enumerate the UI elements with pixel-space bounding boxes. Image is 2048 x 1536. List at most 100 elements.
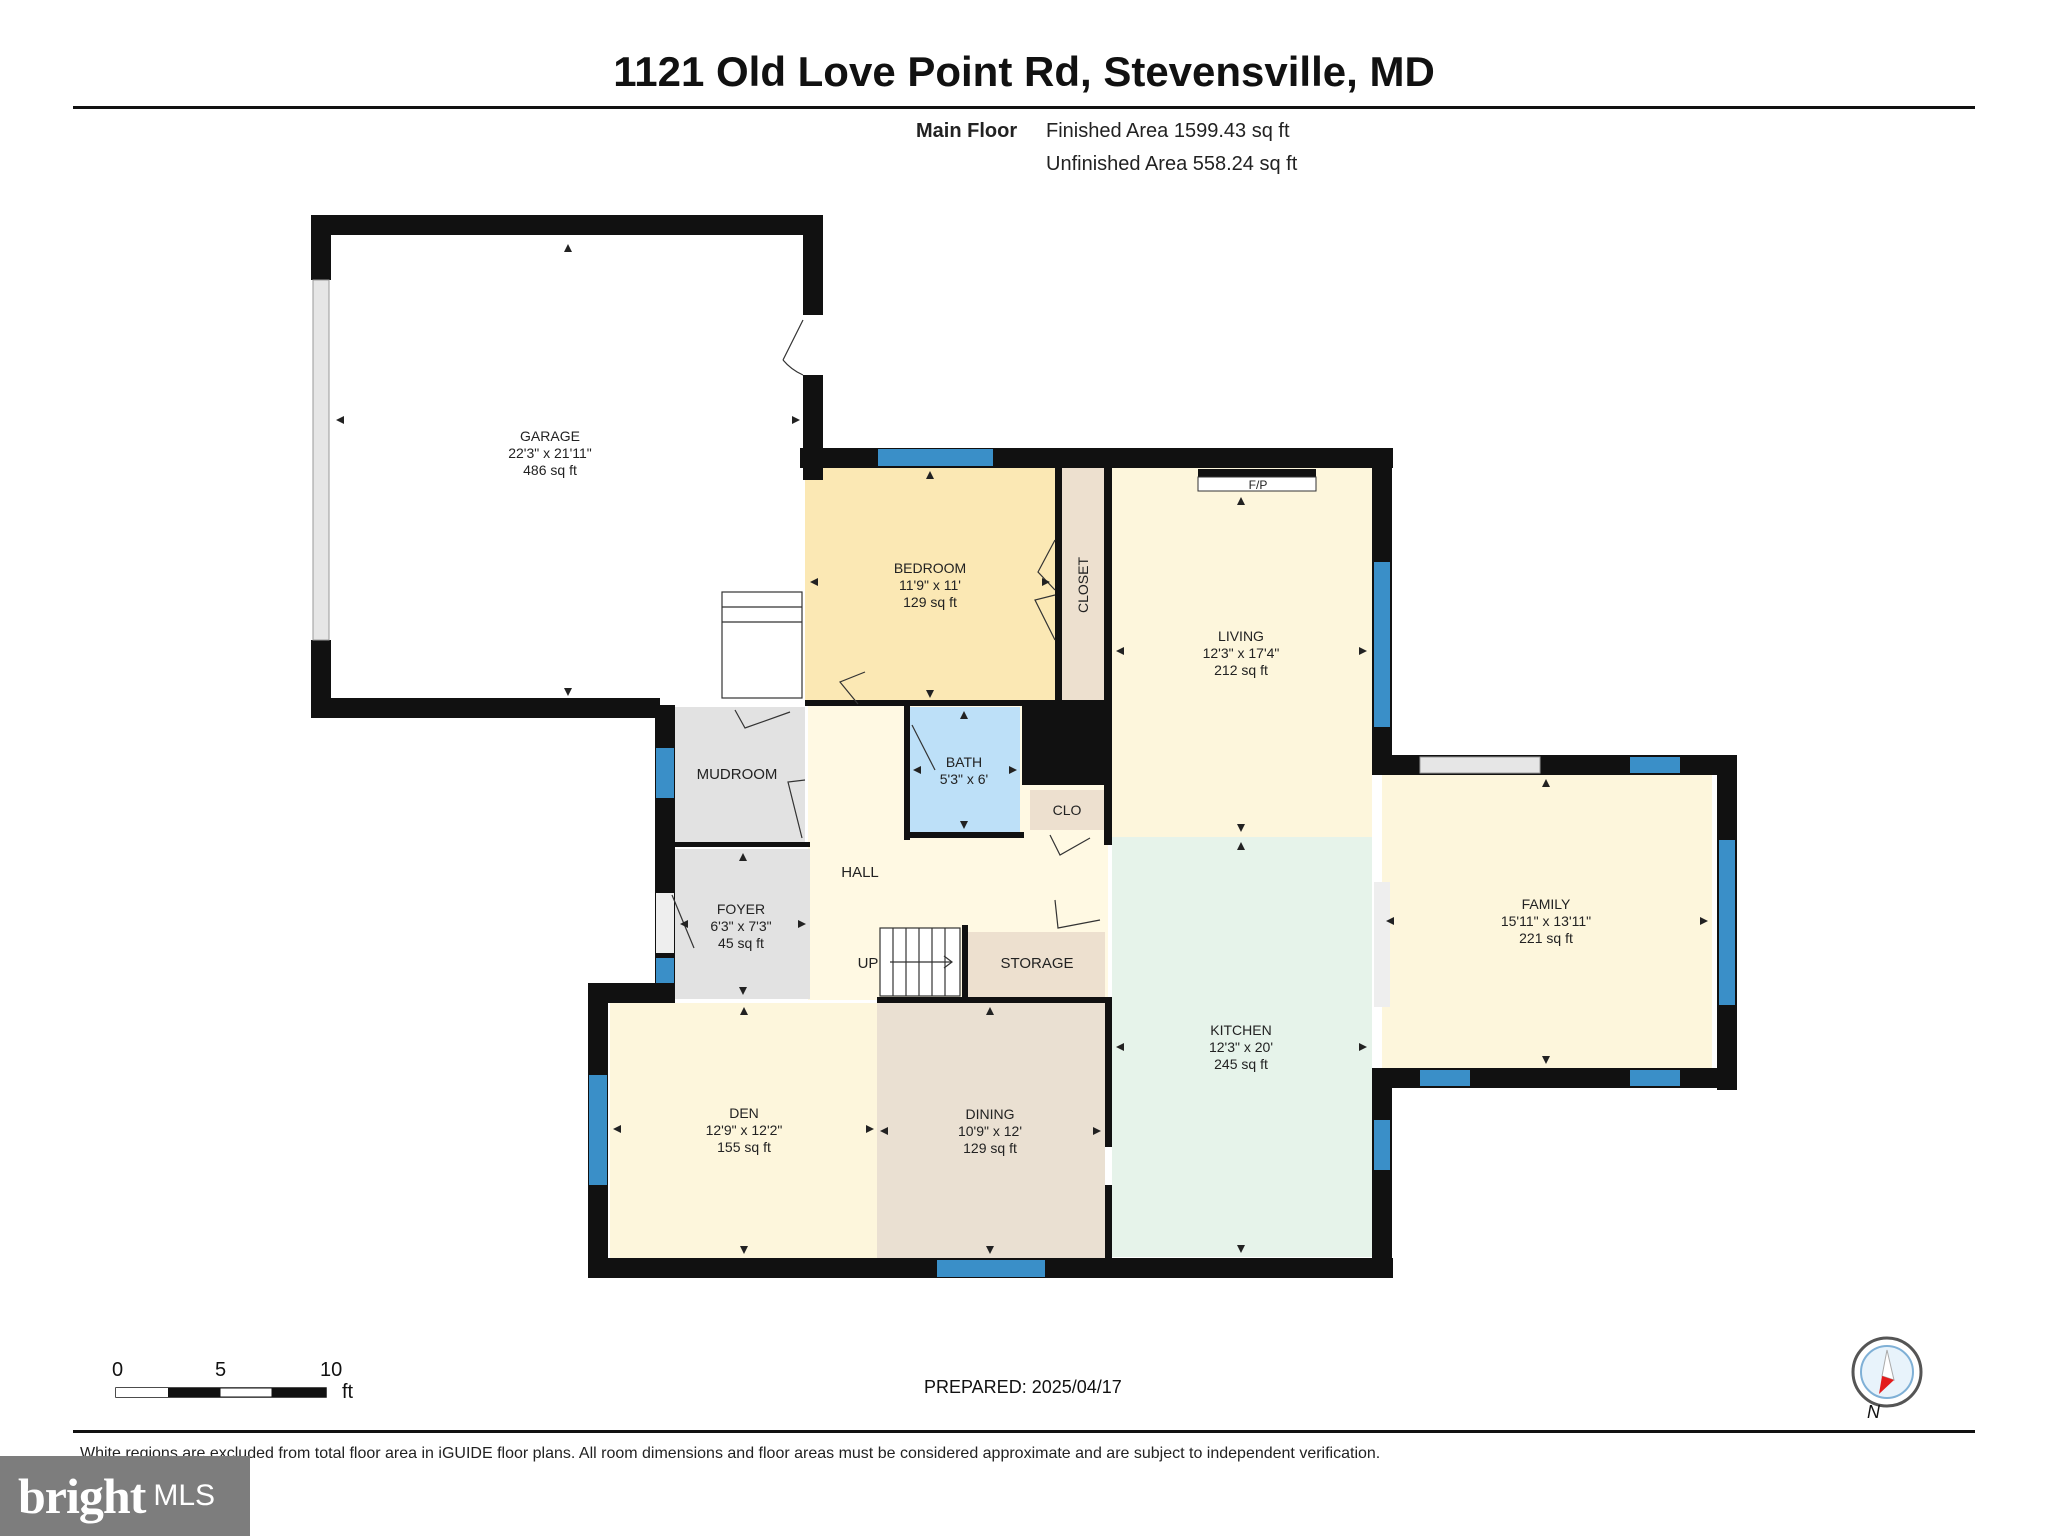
family-area: 221 sq ft xyxy=(1519,930,1573,946)
garage-door-opening xyxy=(312,279,330,641)
mudroom-fill xyxy=(675,707,805,842)
bedroom-door xyxy=(839,671,866,705)
foyer-dims: 6'3" x 7'3" xyxy=(710,918,771,934)
living-dims: 12'3" x 17'4" xyxy=(1203,645,1280,661)
dining-dims: 10'9" x 12' xyxy=(958,1123,1022,1139)
mudroom-door-top xyxy=(734,709,791,729)
family-dims: 15'11" x 13'11" xyxy=(1501,913,1591,929)
window-mudroom xyxy=(656,748,674,798)
family-slider xyxy=(1419,756,1541,774)
den-dims: 12'9" x 12'2" xyxy=(706,1122,783,1138)
floor-label: Main Floor xyxy=(916,120,1018,142)
den-fill xyxy=(610,1003,877,1258)
fireplace xyxy=(1197,469,1317,492)
foyer-fill xyxy=(675,849,810,999)
clo-fill xyxy=(1030,790,1105,830)
compass-north-label: N xyxy=(1867,1402,1880,1422)
family-name: FAMILY xyxy=(1522,896,1571,912)
kitchen-name: KITCHEN xyxy=(1210,1022,1271,1038)
storage-fill xyxy=(968,932,1105,997)
window-living xyxy=(1374,562,1390,727)
window-family-right xyxy=(1719,840,1735,1005)
window-foyer xyxy=(656,958,674,983)
closet-fill xyxy=(1062,467,1104,702)
garage-area: 486 sq ft xyxy=(523,462,577,478)
closet-door-lower xyxy=(1034,594,1056,641)
window-kitchen xyxy=(1374,1120,1390,1170)
garage-wall-top xyxy=(311,215,823,235)
scale-tick-10: 10 xyxy=(320,1359,343,1381)
scale-bar xyxy=(115,1387,327,1398)
label-garage: GARAGE 22'3" x 21'11" 486 sq ft xyxy=(508,428,592,478)
stair xyxy=(879,927,961,997)
garage-name: GARAGE xyxy=(520,428,580,444)
bath-door xyxy=(911,724,936,771)
dining-wall-right xyxy=(1105,997,1112,1147)
label-kitchen: KITCHEN 12'3" x 20' 245 sq ft xyxy=(1209,1022,1273,1072)
garage-wall-left-top xyxy=(311,215,331,280)
storage-wall-left xyxy=(962,925,968,1000)
foyer-name: FOYER xyxy=(717,901,765,917)
bath-wall-left xyxy=(904,705,910,840)
fireplace-name: F/P xyxy=(1249,478,1268,492)
scale-tick-0: 0 xyxy=(112,1359,124,1381)
window-family-bottom-2 xyxy=(1630,1070,1680,1086)
up-label: UP xyxy=(858,955,879,972)
window-den xyxy=(589,1075,607,1185)
label-bath: BATH 5'3" x 6' xyxy=(940,754,988,787)
storage-name: STORAGE xyxy=(1000,955,1073,972)
finished-area: Finished Area 1599.43 sq ft xyxy=(1046,120,1290,142)
closet-name: CLOSET xyxy=(1075,557,1091,613)
hall-wall-vertical xyxy=(1104,467,1112,845)
bedroom-area: 129 sq ft xyxy=(903,594,957,610)
bright-mls-logo: bright MLS xyxy=(0,1456,250,1536)
dining-area: 129 sq ft xyxy=(963,1140,1017,1156)
kitchen-family-opening xyxy=(1374,882,1390,1007)
logo-suffix: MLS xyxy=(153,1479,216,1512)
logo-word: bright xyxy=(18,1468,146,1524)
bedroom-wall-bottom xyxy=(805,700,1105,706)
window-bedroom xyxy=(878,449,993,466)
window-family-top xyxy=(1630,757,1680,773)
garage-dims: 22'3" x 21'11" xyxy=(508,445,592,461)
garage-steps xyxy=(721,591,803,699)
left-wall-lower xyxy=(588,983,675,1003)
mudroom-name: MUDROOM xyxy=(697,766,778,783)
bedroom-dims: 11'9" x 11' xyxy=(899,577,961,593)
dining-fill xyxy=(877,1003,1105,1258)
clo-door xyxy=(1049,834,1091,856)
bath-wall-bottom xyxy=(904,832,1024,838)
label-living: LIVING 12'3" x 17'4" 212 sq ft xyxy=(1203,628,1280,678)
closet-door-upper xyxy=(1037,539,1056,591)
living-name: LIVING xyxy=(1218,628,1264,644)
garage-wall-right-top xyxy=(803,215,823,315)
den-name: DEN xyxy=(729,1105,759,1121)
dimension-markers xyxy=(336,244,1708,1254)
bath-name: BATH xyxy=(946,754,982,770)
disclaimer: White regions are excluded from total fl… xyxy=(80,1445,1381,1462)
kitchen-fill xyxy=(1112,837,1372,1257)
kitchen-dims: 12'3" x 20' xyxy=(1209,1039,1273,1055)
windows xyxy=(589,449,1735,1277)
header-rule xyxy=(73,106,1975,109)
clo-name: CLO xyxy=(1053,802,1082,818)
den-area: 155 sq ft xyxy=(717,1139,771,1155)
hall-name: HALL xyxy=(841,864,879,881)
kitchen-wall-right-lower xyxy=(1105,1185,1112,1260)
compass-icon xyxy=(1851,1336,1923,1408)
label-bedroom: BEDROOM 11'9" x 11' 129 sq ft xyxy=(894,560,966,610)
door-swings xyxy=(671,319,1101,949)
label-family: FAMILY 15'11" x 13'11" 221 sq ft xyxy=(1501,896,1591,946)
kitchen-area: 245 sq ft xyxy=(1214,1056,1268,1072)
bath-fill xyxy=(910,707,1020,833)
living-fill xyxy=(1112,467,1372,837)
house-wall-right-lower xyxy=(1372,1085,1392,1278)
window-dining xyxy=(937,1260,1045,1277)
closet-wall xyxy=(1055,467,1062,702)
bedroom-fill xyxy=(805,467,1055,702)
label-dining: DINING 10'9" x 12' 129 sq ft xyxy=(958,1106,1022,1156)
garage-wall-bottom xyxy=(311,698,660,718)
foyer-door xyxy=(671,894,695,949)
page-title: 1121 Old Love Point Rd, Stevensville, MD xyxy=(613,48,1435,95)
